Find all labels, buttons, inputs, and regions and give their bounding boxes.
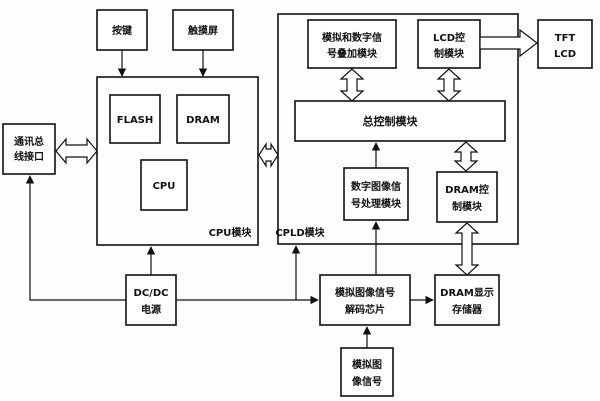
dram-ctrl-label-line2: 制模块: [452, 200, 483, 213]
dram-label: DRAM: [186, 115, 220, 126]
master-ctrl-box: [294, 100, 506, 142]
cpu-box: [140, 159, 188, 211]
keypad-box: [96, 9, 148, 51]
analog-input-label-line2: 像信号: [351, 375, 382, 388]
lcd-master-double-arrow: [436, 68, 462, 102]
decoder-chip-box: [319, 274, 411, 326]
lcd-ctrl-label-line1: LCD控: [433, 31, 465, 44]
keypad-label: 按键: [112, 24, 133, 37]
comm-bus-label-line1: 通讯总: [14, 135, 44, 148]
master-dram-ctrl-double-arrow: [453, 141, 479, 172]
flash-label: FLASH: [117, 115, 154, 126]
touchscreen-label: 触摸屏: [187, 24, 218, 37]
digital-proc-box: [343, 167, 409, 221]
dcdc-power-box: [125, 274, 177, 326]
cpld-module-frame: [277, 13, 519, 245]
lcd-to-tft-arrow: [479, 28, 538, 58]
power-to-comm-bus-arrow: [25, 175, 126, 301]
dram-box: [176, 94, 230, 144]
digital-proc-label-line2: 号处理模块: [351, 197, 402, 210]
cpu-module-frame: [96, 76, 259, 246]
dram-display-label-line2: 存储器: [452, 303, 483, 316]
analog-input-box: [340, 347, 394, 397]
dram-ctrl-box: [436, 171, 498, 223]
tft-lcd-box: [537, 19, 593, 69]
cpld-module-label: CPLD模块: [275, 226, 325, 239]
comm-bus-label-line2: 线接口: [14, 150, 44, 163]
lcd-ctrl-label-line2: 制模块: [434, 47, 465, 60]
flash-box: [109, 94, 161, 144]
signal-overlay-label-line2: 号叠加模块: [327, 47, 378, 60]
cpu-label: CPU: [153, 181, 176, 192]
decoder-label-line2: 解码芯片: [345, 303, 385, 316]
overlay-master-double-arrow: [339, 68, 365, 102]
dcdc-label-line1: DC/DC: [134, 288, 169, 299]
dram-display-box: [434, 274, 500, 326]
comm-bus-box: [2, 123, 56, 175]
cpu-module-label: CPU模块: [209, 226, 253, 239]
signal-overlay-label-line1: 模拟和数字信: [322, 31, 382, 44]
tft-lcd-label-line2: LCD: [554, 49, 576, 60]
dcdc-label-line2: 电源: [141, 303, 161, 316]
analog-input-label-line1: 模拟图: [352, 358, 382, 371]
comm-bus-cpu-double-arrow: [55, 137, 98, 165]
lcd-ctrl-box: [417, 19, 481, 69]
cpu-cpld-double-arrow: [258, 141, 279, 169]
digital-proc-label-line1: 数字图像信: [351, 180, 401, 193]
master-ctrl-label: 总控制模块: [363, 114, 419, 128]
dram-ctrl-display-double-arrow: [454, 222, 480, 276]
tft-lcd-label-line1: TFT: [555, 33, 576, 44]
dram-display-label-line1: DRAM显示: [440, 287, 494, 299]
dram-ctrl-label-line1: DRAM控: [445, 183, 489, 196]
signal-overlay-box: [307, 19, 397, 69]
decoder-label-line1: 模拟图像信号: [335, 286, 395, 299]
